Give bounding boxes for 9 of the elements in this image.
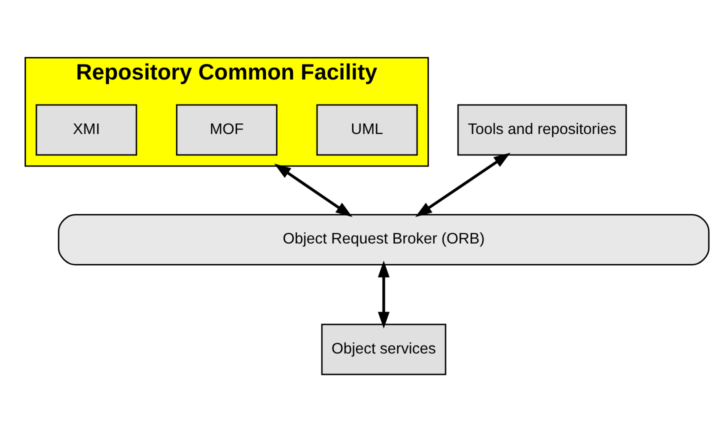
arrow [274, 164, 352, 217]
node-box: XMI [36, 104, 138, 156]
node-box: MOF [176, 104, 278, 156]
arrow [415, 152, 510, 217]
node-box: Tools and repositories [457, 104, 627, 156]
node-box: Object services [321, 324, 446, 376]
node-box: UML [316, 104, 418, 156]
arrow [378, 260, 390, 329]
node-box: Object Request Broker (ORB) [58, 214, 710, 266]
